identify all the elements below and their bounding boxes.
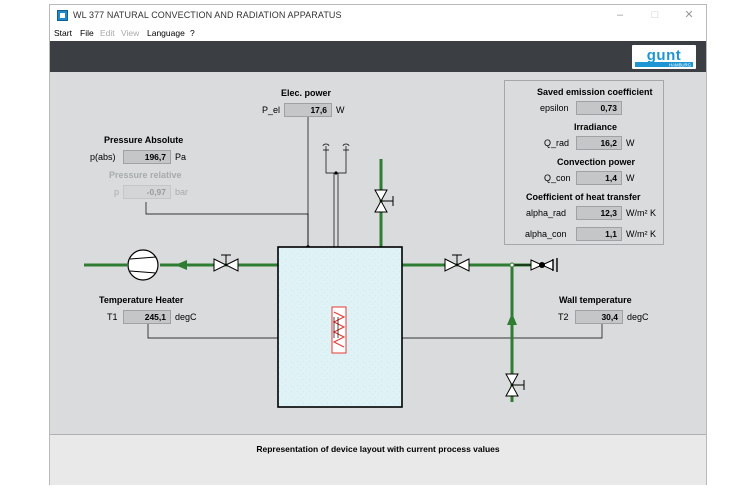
wall-temperature-value: 30,4	[575, 310, 623, 324]
header-banner: gunt HAMBURG	[50, 41, 706, 72]
footer-caption: Representation of device layout with cur…	[256, 444, 500, 454]
elec-power-title: Elec. power	[281, 88, 332, 98]
flow-arrow-left	[175, 260, 187, 270]
temperature-heater-title: Temperature Heater	[99, 295, 184, 305]
temperature-heater-unit: degC	[175, 312, 197, 322]
minimize-button[interactable]: –	[616, 9, 624, 21]
status-footer: Representation of device layout with cur…	[50, 434, 706, 485]
menu-language[interactable]: Language	[147, 28, 185, 38]
power-junction	[334, 171, 338, 175]
qcon-value: 1,4	[576, 171, 622, 185]
pressure-relative-title: Pressure relative	[109, 170, 182, 180]
alpha-rad-unit: W/m² K	[626, 208, 656, 218]
elec-power-unit: W	[336, 105, 345, 115]
menu-view[interactable]: View	[121, 28, 140, 38]
alpha-rad-label: alpha_rad	[526, 208, 567, 218]
window-title: WL 377 NATURAL CONVECTION AND RADIATION …	[73, 10, 342, 20]
menu-file[interactable]: File	[80, 28, 94, 38]
pressure-absolute-label: p(abs)	[90, 152, 116, 162]
alpha-con-unit: W/m² K	[626, 229, 656, 239]
temperature-heater-label: T1	[107, 312, 118, 322]
irradiance-title: Irradiance	[574, 122, 618, 132]
convection-power-title: Convection power	[557, 157, 636, 167]
check-valve-icon	[512, 258, 558, 272]
valve-bottom-icon	[505, 373, 525, 397]
heat-transfer-panel	[504, 80, 664, 245]
wall-temperature-unit: degC	[627, 312, 649, 322]
svg-text:gunt: gunt	[647, 47, 681, 64]
pressure-absolute-unit: Pa	[175, 152, 187, 162]
epsilon-label: epsilon	[540, 103, 569, 113]
heat-transfer-coefficient-title: Coefficient of heat transfer	[526, 192, 641, 202]
app-icon	[57, 10, 68, 21]
alpha-rad-value: 12,3	[576, 206, 622, 220]
menu-start[interactable]: Start	[54, 28, 72, 38]
emission-coefficient-title: Saved emission coefficient	[537, 87, 653, 97]
process-diagram	[84, 114, 603, 408]
app-window: WL 377 NATURAL CONVECTION AND RADIATION …	[49, 4, 707, 485]
pressure-relative-label: p	[114, 187, 120, 197]
temperature-heater-value: 245,1	[123, 310, 171, 324]
pressure-absolute-value: 196,7	[123, 150, 171, 164]
signal-lines	[145, 114, 603, 339]
alpha-con-label: alpha_con	[525, 229, 567, 239]
close-button[interactable]: ✕	[684, 9, 694, 21]
pipe-junction	[509, 262, 515, 268]
valve-right-line-icon	[444, 254, 470, 272]
vacuum-pump-icon	[127, 249, 159, 281]
elec-power-label: P_el	[262, 105, 281, 115]
wall-temperature-title: Wall temperature	[559, 295, 632, 305]
wall-temperature-label: T2	[558, 312, 569, 322]
menu-bar: Start File Edit View Language ?	[50, 26, 706, 41]
valve-top-icon	[374, 189, 394, 213]
elec-power-value: 17,6	[284, 103, 332, 117]
svg-text:HAMBURG: HAMBURG	[669, 62, 692, 67]
gunt-logo: gunt HAMBURG	[632, 45, 696, 69]
maximize-button[interactable]: □	[651, 9, 659, 21]
process-diagram-area: Elec. power P_el 17,6 W Pressure Absolut…	[50, 72, 706, 434]
heater-element-icon	[331, 306, 347, 354]
pressure-relative-value: -0,97	[123, 185, 171, 199]
pressure-absolute-title: Pressure Absolute	[104, 135, 184, 145]
alpha-con-value: 1,1	[576, 227, 622, 241]
qrad-value: 16,2	[576, 136, 622, 150]
title-bar: WL 377 NATURAL CONVECTION AND RADIATION …	[50, 5, 706, 26]
pressure-relative-unit: bar	[175, 187, 189, 197]
power-terminals	[322, 143, 350, 151]
flow-arrow-up	[507, 313, 517, 325]
qcon-label: Q_con	[544, 173, 571, 183]
qrad-label: Q_rad	[544, 138, 570, 148]
valve-pump-line-icon	[213, 254, 239, 272]
qrad-unit: W	[626, 138, 635, 148]
epsilon-value: 0,73	[576, 101, 622, 115]
menu-edit[interactable]: Edit	[100, 28, 115, 38]
menu-help[interactable]: ?	[190, 28, 195, 38]
qcon-unit: W	[626, 173, 635, 183]
